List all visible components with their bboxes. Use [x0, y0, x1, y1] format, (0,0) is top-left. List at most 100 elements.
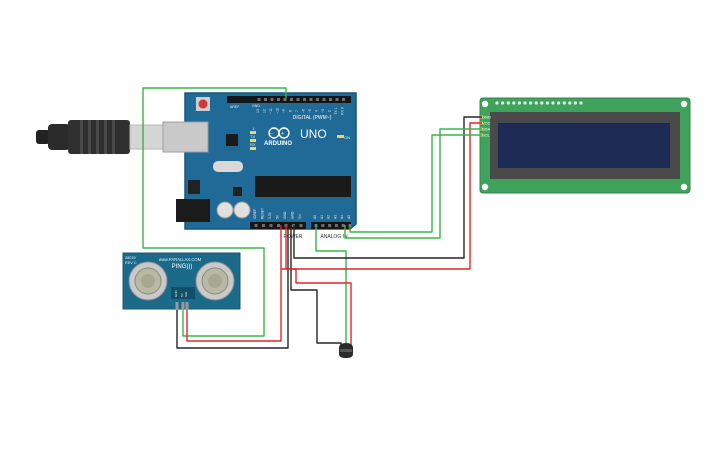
digital-pin-label: TX 1: [334, 107, 338, 114]
power-pin[interactable]: [277, 224, 280, 227]
digital-header[interactable]: [227, 96, 351, 103]
digital-pin[interactable]: [290, 98, 293, 101]
arduino-brand-label: ARDUINO: [264, 141, 292, 147]
lcd-pin-label: SCL: [482, 132, 491, 137]
digital-pin-label: 4: [315, 110, 319, 112]
arduino-logo: − +: [268, 127, 290, 139]
digital-pin[interactable]: [277, 98, 280, 101]
digital-pin[interactable]: [329, 98, 332, 101]
l-led-label: L: [253, 126, 256, 131]
sensor-rev-label: REV C: [125, 261, 137, 265]
analog-pin[interactable]: [328, 224, 332, 227]
power-pin-label: IOREF: [253, 209, 257, 219]
digital-pin[interactable]: [322, 98, 326, 101]
power-pin-label: Vin: [298, 214, 302, 219]
usb-plug-metal: [129, 124, 166, 150]
lcd-header-hole: [540, 101, 544, 105]
digital-pin-label: ~10: [276, 108, 280, 114]
digital-pin[interactable]: [257, 98, 261, 101]
power-pin-label: 3.3V: [268, 211, 272, 219]
wire-lcd-sda[interactable]: [344, 128, 482, 239]
wire-temp-signal[interactable]: [315, 225, 347, 348]
digital-pin-label: RX 0: [341, 107, 345, 115]
temperature-sensor[interactable]: [339, 343, 353, 358]
digital-pin[interactable]: [270, 98, 274, 101]
capacitor-1: [216, 201, 234, 219]
lcd-header-hole: [529, 101, 533, 105]
usb-cable[interactable]: [36, 120, 166, 154]
svg-text:+: +: [281, 131, 284, 137]
wire-sensor-5v[interactable]: [186, 225, 282, 342]
digital-pin[interactable]: [316, 98, 319, 101]
analog-pin[interactable]: [321, 224, 325, 227]
digital-pin-label: 8: [289, 110, 293, 112]
digital-pin[interactable]: [296, 98, 300, 101]
lcd-header-hole: [557, 101, 561, 105]
lcd-pin-label: SDA: [482, 126, 491, 131]
digital-pin[interactable]: [264, 98, 267, 101]
sensor-model-label: PING))): [172, 264, 193, 270]
capacitor-2: [233, 201, 251, 219]
digital-pin[interactable]: [342, 98, 345, 101]
wire-lcd-gnd[interactable]: [293, 116, 482, 259]
lcd-header-hole: [523, 101, 527, 105]
digital-pin[interactable]: [283, 98, 287, 101]
wire-sensor-gnd[interactable]: [176, 225, 289, 349]
wire-lcd-vcc[interactable]: [285, 122, 482, 270]
digital-pin-label: ~9: [282, 109, 286, 113]
power-pin[interactable]: [254, 224, 258, 227]
analog-pins-label: ANALOG IN: [320, 234, 348, 240]
analog-pin-label: A2: [327, 215, 331, 219]
lcd-mount-hole: [481, 183, 489, 191]
analog-pin-label: A0: [313, 215, 317, 219]
lcd-screen: [498, 123, 670, 168]
digital-pin-label: 12: [263, 109, 267, 113]
lcd-header-hole: [573, 101, 578, 105]
gnd-pin-label: GND: [252, 104, 260, 108]
usb-cable-strain-relief: [48, 124, 70, 150]
lcd-header-hole: [551, 101, 555, 105]
ultrasonic-sensor[interactable]: www.PARALLAX.COM PING))) 28015 REV C GND…: [122, 252, 241, 310]
digital-pin-label: ~11: [269, 108, 273, 114]
lcd-pin-label: VCC: [482, 120, 491, 125]
atmega-chip: [255, 176, 351, 197]
wire-sensor-signal[interactable]: [142, 87, 287, 337]
digital-pins-label: DIGITAL (PWM~): [293, 115, 332, 121]
analog-pin-label: A1: [320, 215, 324, 219]
sensor-pin[interactable]: [185, 302, 189, 310]
power-pin[interactable]: [299, 224, 303, 227]
wire-temp-gnd[interactable]: [290, 225, 342, 348]
power-pin-label: GND: [283, 211, 287, 219]
svg-text:−: −: [270, 131, 273, 137]
digital-pin-row: [257, 98, 345, 101]
wire-lcd-scl[interactable]: [349, 134, 482, 233]
digital-pin[interactable]: [335, 98, 339, 101]
sensor-pin[interactable]: [181, 302, 185, 310]
on-led-label: ON: [344, 135, 350, 140]
digital-pin-label: 13: [256, 109, 260, 113]
arduino-uno-board[interactable]: DIGITAL (PWM~) GND L TX RX ON AREF − + A…: [162, 92, 357, 240]
digital-pin-label: ~5: [308, 109, 312, 113]
sensor-pin[interactable]: [175, 302, 179, 310]
digital-pin[interactable]: [309, 98, 313, 101]
usb-chip: [226, 134, 238, 146]
analog-pin[interactable]: [334, 224, 338, 227]
usb-b-port[interactable]: [162, 121, 209, 153]
usb-cable-tip: [36, 130, 50, 144]
digital-pin-label: 2: [328, 110, 332, 112]
analog-pin[interactable]: [341, 224, 345, 227]
power-jack[interactable]: [176, 199, 210, 222]
digital-pin[interactable]: [303, 98, 306, 101]
lcd-header-hole: [506, 101, 510, 105]
reset-button-cap[interactable]: [198, 99, 208, 109]
lcd-header-hole: [579, 101, 583, 105]
sensor-pins: [175, 302, 189, 310]
digital-pin-label: 7: [295, 110, 299, 112]
power-pin[interactable]: [262, 224, 265, 227]
rx-led-label: RX: [250, 142, 256, 147]
power-pin[interactable]: [269, 224, 273, 227]
